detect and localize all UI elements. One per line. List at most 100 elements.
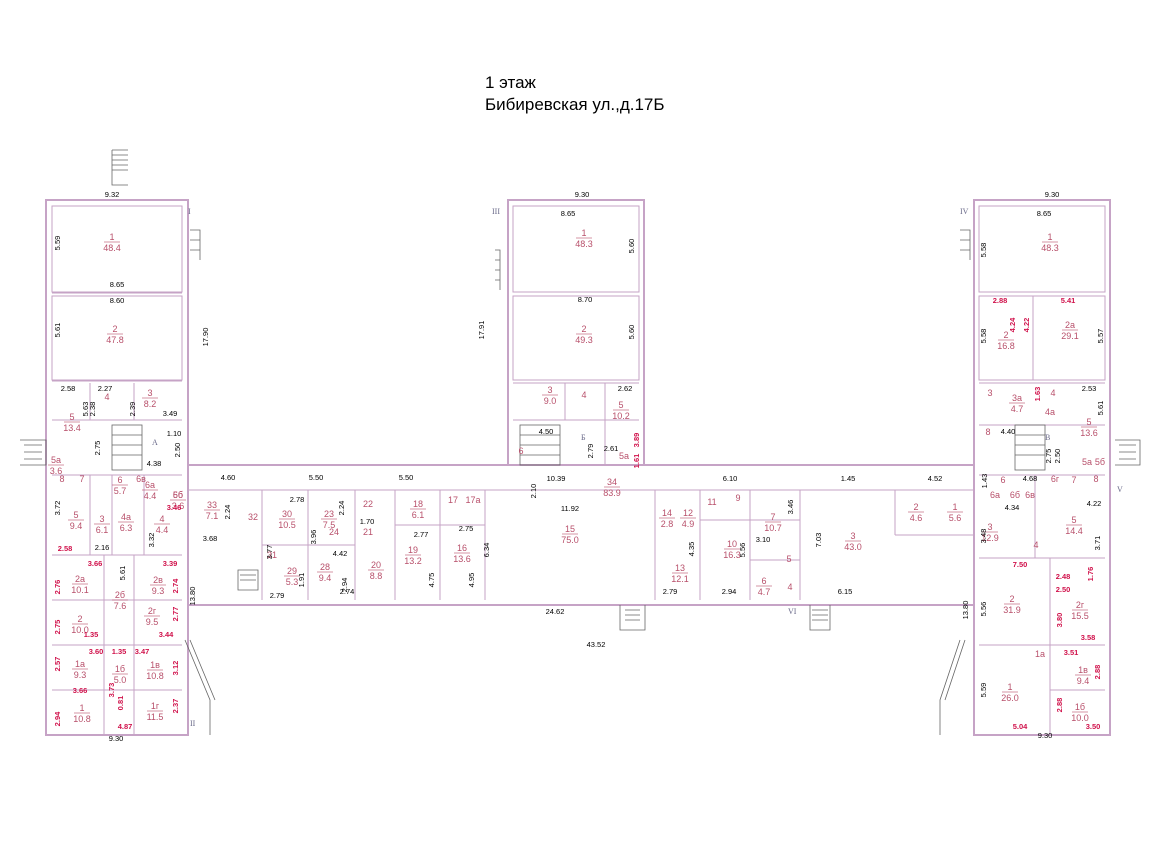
dimension-label: 3.89	[632, 433, 641, 448]
room-number: 4	[1033, 540, 1038, 550]
section-label: В	[1045, 433, 1050, 442]
dimension-label: 2.53	[1082, 384, 1097, 393]
room-number: 3	[547, 385, 552, 395]
room-area: 3.6	[50, 466, 63, 476]
dimension-label: 4.40	[1001, 427, 1016, 436]
room-number: 2	[112, 324, 117, 334]
dimension-label: 2.74	[171, 578, 180, 593]
room-number: 1	[581, 228, 586, 238]
dimension-label: 2.94	[340, 578, 349, 593]
dimension-label: 24.62	[546, 607, 565, 616]
dimension-label: 2.75	[53, 620, 62, 635]
room-number: 6	[117, 475, 122, 485]
room-area: 9.4	[70, 521, 83, 531]
dimension-label: 10.39	[547, 474, 566, 483]
wing-label: VI	[788, 607, 797, 616]
room-number: 16	[457, 543, 467, 553]
dimension-label: 13.80	[188, 587, 197, 606]
room-number: 32	[248, 512, 258, 522]
dimension-label: 5.50	[309, 473, 324, 482]
dimension-label: 6.34	[482, 543, 491, 558]
room-number: 19	[408, 545, 418, 555]
dimension-label: 4.24	[1008, 317, 1017, 332]
room-number: 3а	[1012, 393, 1022, 403]
dimension-label: 5.41	[1061, 296, 1076, 305]
dimension-label: 43.52	[587, 640, 606, 649]
wing-label: V	[1117, 485, 1123, 494]
room-number: 8	[985, 427, 990, 437]
room-number: 1г	[151, 701, 160, 711]
room-number: 2а	[75, 574, 85, 584]
room-area: 31.9	[1003, 605, 1021, 615]
section-label: Б	[581, 433, 586, 442]
room-area: 6.3	[120, 523, 133, 533]
room-area: 4.4	[144, 491, 157, 501]
room-area: 75.0	[561, 535, 579, 545]
dimension-label: 6.10	[723, 474, 738, 483]
dimension-label: 4.87	[118, 722, 133, 731]
room-number: 3	[147, 388, 152, 398]
room-area: 10.7	[764, 523, 782, 533]
dimension-label: 3.44	[159, 630, 174, 639]
dimension-label: 1.43	[980, 474, 989, 489]
dimension-label: 4.42	[333, 549, 348, 558]
dimension-label: 8.65	[110, 280, 125, 289]
room-number: 1в	[1078, 665, 1088, 675]
room-area: 4.9	[682, 519, 695, 529]
room-number: 2г	[148, 606, 157, 616]
room-area: 11.5	[147, 712, 164, 722]
room-number: 17	[448, 495, 458, 505]
room-area: 16.8	[997, 341, 1015, 351]
dimension-label: 7.50	[1013, 560, 1028, 569]
dimension-label: 2.39	[128, 402, 137, 417]
room-number: 3	[987, 388, 992, 398]
dimension-label: 4.75	[427, 573, 436, 588]
room-area: 5.3	[286, 577, 299, 587]
dimension-label: 5.04	[1013, 722, 1028, 731]
room-number: 17а	[465, 495, 480, 505]
room-area: 5.6	[949, 513, 962, 523]
room-number: 2б	[115, 590, 125, 600]
floor-label: 1 этаж	[485, 73, 536, 92]
plan-title: 1 этаж Бибиревская ул.,д.17Б	[485, 72, 665, 116]
dimension-label: 5.50	[399, 473, 414, 482]
dimension-label: 2.62	[618, 384, 633, 393]
room-area: 3.6	[172, 501, 185, 511]
room-number: 1б	[115, 664, 125, 674]
dimension-label: 5.59	[979, 683, 988, 698]
room-area: 2.8	[661, 519, 674, 529]
dimension-label: 1.76	[1086, 567, 1095, 582]
dimension-label: 3.46	[167, 503, 182, 512]
dimension-label: 3.46	[786, 500, 795, 515]
room-number: 8	[59, 474, 64, 484]
dimension-label: 3.10	[756, 535, 771, 544]
room-number: 2в	[153, 575, 163, 585]
room-area: 9.3	[74, 670, 87, 680]
dimension-label: 6.15	[838, 587, 853, 596]
room-number: 29	[287, 566, 297, 576]
room-number: 3	[987, 522, 992, 532]
dimension-label: 2.75	[93, 441, 102, 456]
dimension-label: 17.90	[201, 328, 210, 347]
dimension-label: 2.94	[53, 711, 62, 726]
room-area: 7.1	[206, 511, 219, 521]
dimension-label: 2.76	[53, 580, 62, 595]
dimension-label: 9.32	[105, 190, 120, 199]
room-area: 9.3	[152, 586, 165, 596]
dimension-label: 2.24	[223, 505, 232, 520]
dimension-label: 3.60	[89, 647, 104, 656]
room-area: 10.2	[612, 411, 630, 421]
dimension-label: 5.63	[81, 402, 90, 417]
room-number: 2	[77, 614, 82, 624]
dimension-label: 5.61	[118, 566, 127, 581]
room-number: 7	[79, 474, 84, 484]
room-number: 2	[1009, 594, 1014, 604]
room-number: 6б	[173, 490, 183, 500]
room-area: 4.4	[156, 525, 169, 535]
dimension-label: 2.57	[53, 657, 62, 672]
room-number: 6а	[145, 480, 155, 490]
room-number: 2	[1003, 330, 1008, 340]
room-number: 1	[1047, 232, 1052, 242]
dimension-label: 2.10	[529, 484, 538, 499]
